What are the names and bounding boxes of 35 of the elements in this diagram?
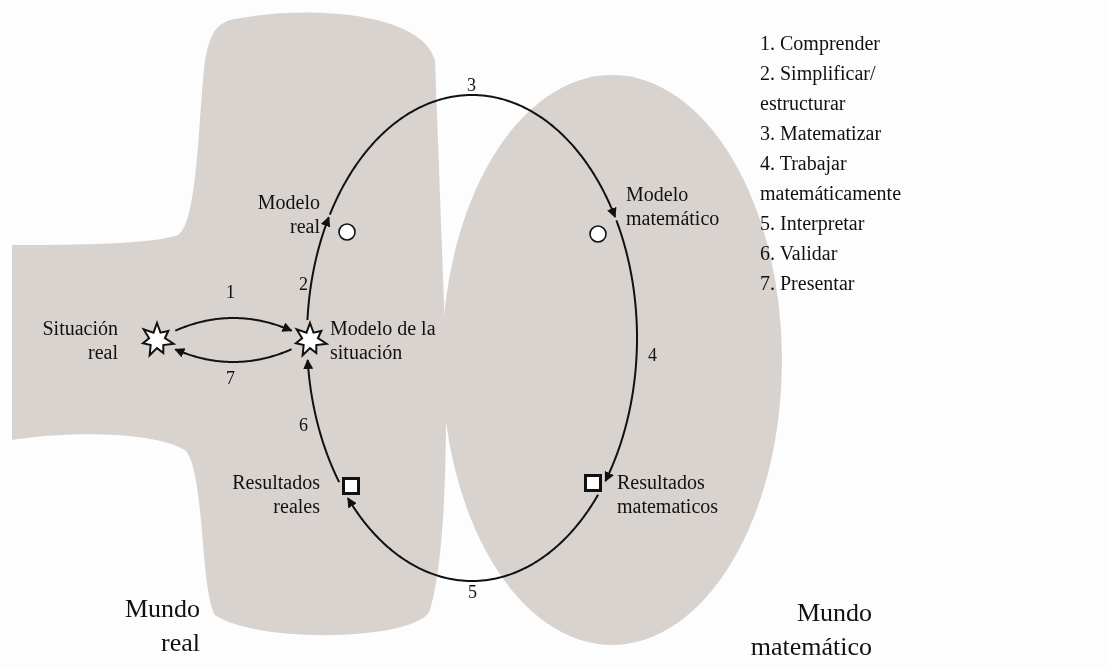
region-label: Mundo real (123, 593, 200, 659)
node-label: Resultados matematicos (617, 470, 720, 518)
step-label: 4. Trabajar matemáticamente (760, 151, 903, 206)
edge-label: 1 (226, 281, 235, 304)
step-label: 3. Matematizar (760, 121, 883, 146)
square-marker (342, 477, 360, 495)
star-marker (293, 323, 327, 357)
edge-label: 2 (299, 273, 308, 296)
arrow (328, 94, 617, 218)
edge-label: 6 (299, 414, 308, 437)
edge-label: 5 (468, 581, 477, 604)
arrow (174, 348, 293, 363)
step-label: 7. Presentar (760, 271, 856, 296)
node-label: Modelo matemático (626, 182, 721, 230)
node-label: Modelo real (256, 190, 320, 238)
region-label: Mundo matemático (749, 597, 872, 663)
square-marker (584, 474, 602, 492)
node-label: Modelo de la situación (330, 316, 437, 364)
node-label: Resultados reales (231, 470, 320, 518)
circle-marker (589, 225, 607, 243)
step-label: 2. Simplificar/ estructurar (760, 61, 877, 116)
edge-label: 4 (648, 344, 657, 367)
arrow (346, 493, 600, 582)
arrow (306, 216, 331, 322)
step-label: 6. Validar (760, 241, 839, 266)
arrow (174, 317, 293, 332)
step-label: 1. Comprender (760, 31, 881, 57)
step-label: 5. Interpretar (760, 211, 866, 237)
node-label: Situación real (41, 316, 118, 364)
edge-label: 7 (226, 367, 235, 390)
star-marker (140, 323, 174, 357)
edge-label: 3 (467, 74, 476, 97)
circle-marker (338, 223, 356, 241)
arrow (604, 219, 638, 483)
arrow (303, 358, 341, 484)
